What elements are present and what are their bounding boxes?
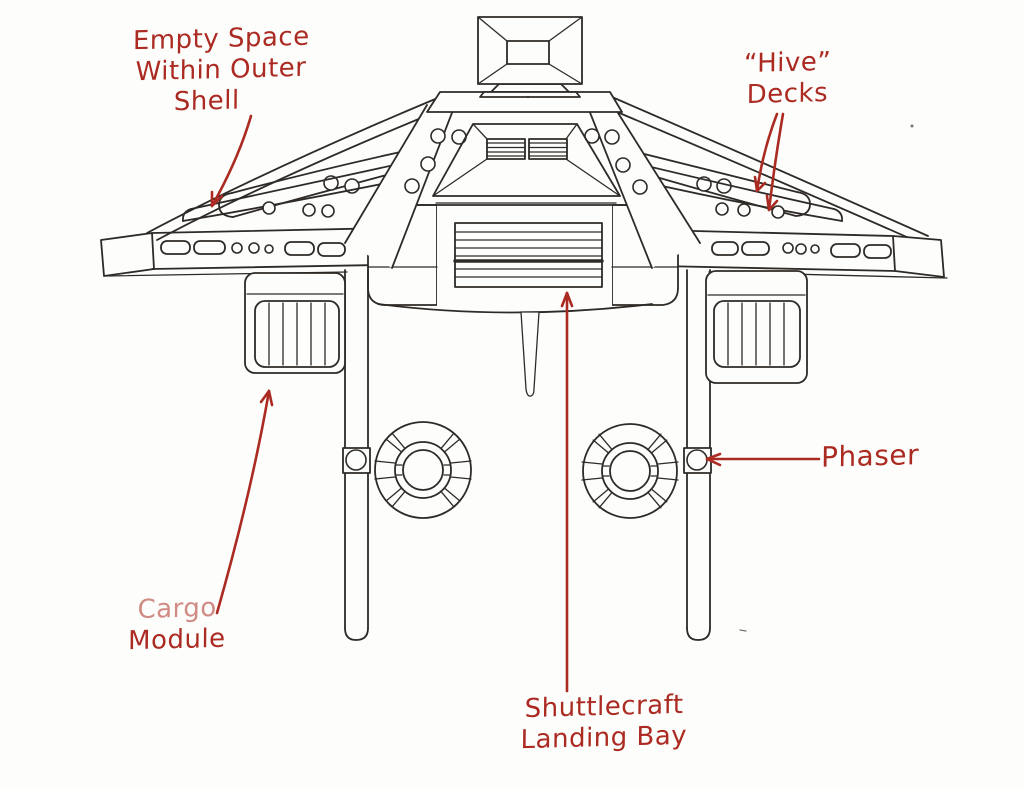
empty-space-label-line3: Shell (173, 85, 240, 118)
hive-decks-arrow-2 (765, 112, 785, 212)
right-wing-tip (892, 235, 945, 278)
left-outer-shell-arc (146, 96, 441, 234)
right-phaser (686, 449, 708, 471)
right-wing (609, 96, 948, 279)
cargo-module-label-line1: Cargo (137, 592, 217, 626)
shuttlecraft-landing-bay-grille (453, 222, 604, 288)
shuttlecraft-landing-bay-label-line2: Landing Bay (520, 720, 688, 756)
ventral-probe (520, 311, 540, 397)
left-cargo-module (244, 272, 346, 374)
right-inner-shell-arc (609, 108, 919, 243)
shuttlecraft-landing-bay-label: Shuttlecraft Landing Bay (490, 689, 718, 757)
phaser-label: Phaser (820, 438, 951, 474)
hive-decks-label-line1: “Hive” (743, 46, 832, 80)
hive-decks-label-line2: Decks (746, 77, 829, 111)
cargo-module-arrow (215, 389, 274, 615)
paper-specks (526, 95, 914, 632)
empty-space-label: Empty Space Within Outer Shell (116, 21, 327, 120)
left-wing-tip (100, 232, 155, 277)
dorsal-vent-recess (432, 123, 621, 204)
left-phaser (345, 449, 367, 471)
cargo-module-label-line2: Module (127, 623, 226, 657)
sensor-array (477, 16, 583, 98)
phaser-arrow (705, 452, 821, 467)
hive-decks-arrow-1 (753, 112, 779, 193)
hull-bottom-curve (377, 303, 653, 314)
lower-hull (367, 203, 679, 397)
phaser-label-line1: Phaser (820, 438, 920, 474)
left-inner-shell-arc (156, 108, 444, 241)
left-engine-nacelle (374, 421, 472, 519)
right-cargo-module (705, 270, 808, 384)
cargo-module-label: Cargo Module (118, 592, 237, 657)
right-engine-nacelle (581, 423, 679, 519)
annotation-arrows (210, 112, 821, 693)
shuttlecraft-landing-bay-arrow (560, 291, 574, 693)
hive-decks-label: “Hive” Decks (725, 46, 850, 111)
empty-space-arrow (210, 114, 253, 208)
